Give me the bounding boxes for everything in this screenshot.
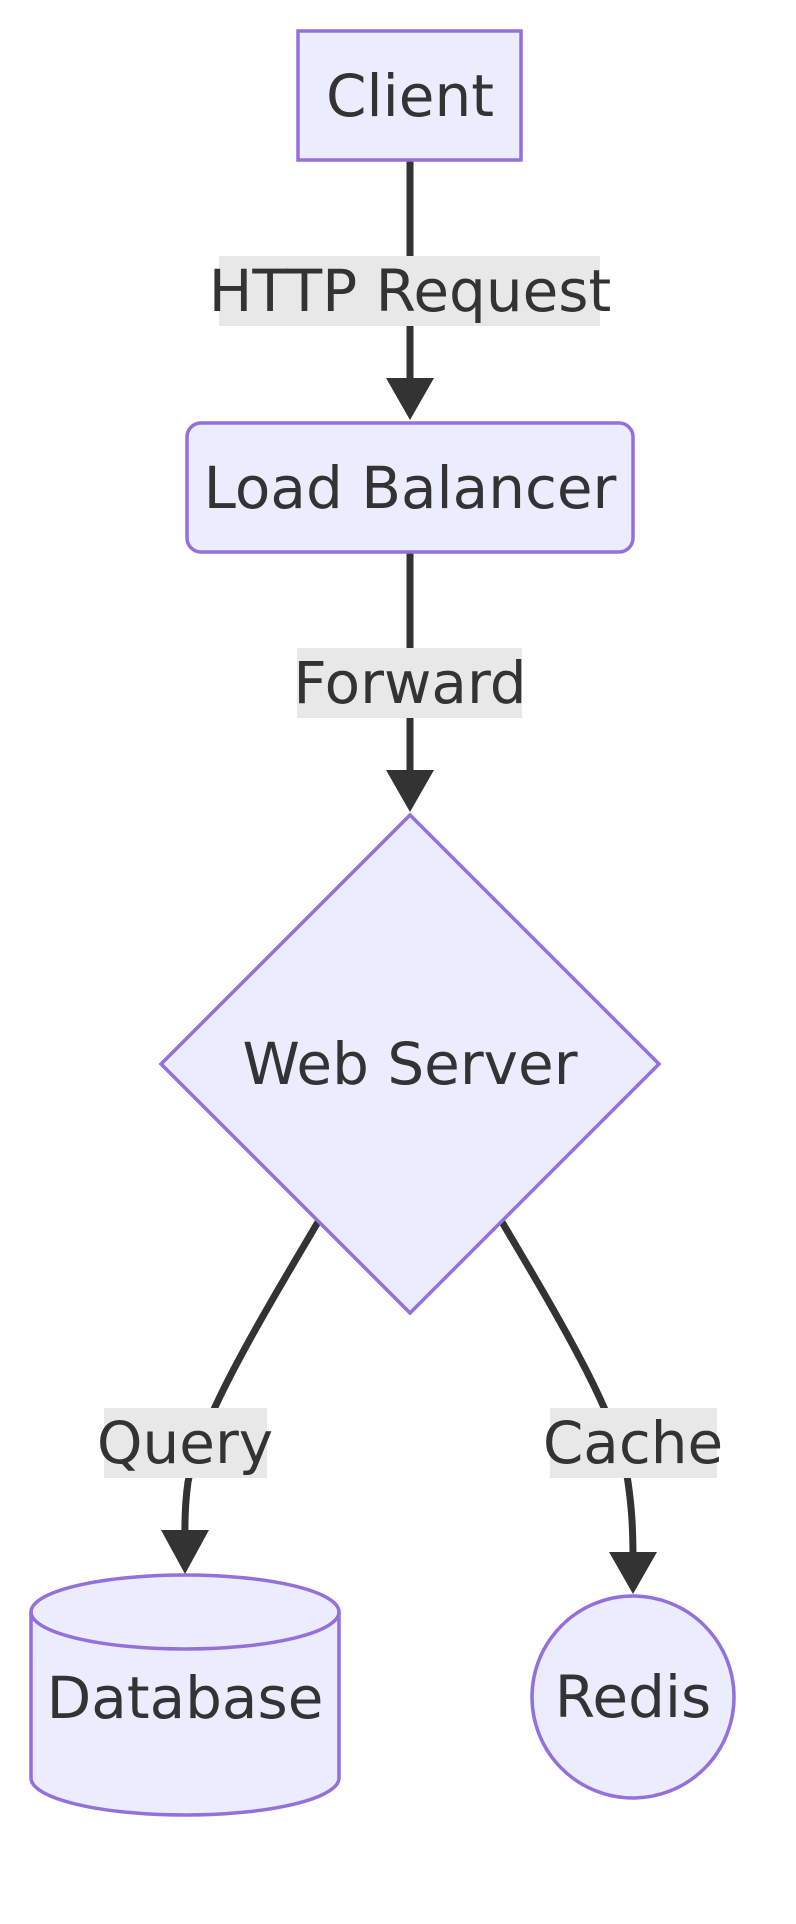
node-web-server-shape (158, 812, 662, 1316)
edge-label-bg-query (104, 1408, 267, 1478)
edge-label-http-request: HTTP Request (209, 257, 611, 325)
arrowhead-forward (386, 770, 434, 812)
edge-labels-layer: HTTP Request Forward Query Cache (97, 256, 723, 1478)
node-load-balancer-label: Load Balancer (204, 454, 617, 522)
node-redis-shape (530, 1594, 736, 1800)
arrowhead-cache (609, 1552, 657, 1594)
node-load-balancer-shape (185, 421, 635, 554)
node-database-top-rim (29, 1611, 341, 1651)
node-web-server-label: Web Server (242, 1030, 577, 1098)
node-database[interactable]: Database (29, 1573, 341, 1817)
node-redis[interactable]: Redis (530, 1594, 736, 1800)
nodes-layer: Client Load Balancer Web Server Database… (29, 29, 736, 1817)
arrowhead-query (161, 1530, 209, 1574)
node-redis-label: Redis (555, 1663, 712, 1731)
edge-label-forward: Forward (293, 649, 526, 717)
node-database-shape (29, 1573, 341, 1817)
edge-label-cache: Cache (543, 1409, 723, 1477)
arrowhead-http-request (386, 378, 434, 420)
edge-label-bg-cache (550, 1408, 717, 1478)
node-web-server[interactable]: Web Server (158, 812, 662, 1316)
edge-query (181, 1218, 322, 1544)
edge-cache (498, 1218, 637, 1564)
node-load-balancer[interactable]: Load Balancer (185, 421, 635, 554)
node-client-shape (296, 29, 523, 162)
node-client[interactable]: Client (296, 29, 523, 162)
node-database-label: Database (47, 1664, 324, 1732)
edge-label-bg-forward (297, 648, 522, 718)
edge-label-query: Query (97, 1409, 273, 1477)
edge-label-bg-http-request (219, 256, 600, 326)
node-client-label: Client (326, 62, 494, 130)
